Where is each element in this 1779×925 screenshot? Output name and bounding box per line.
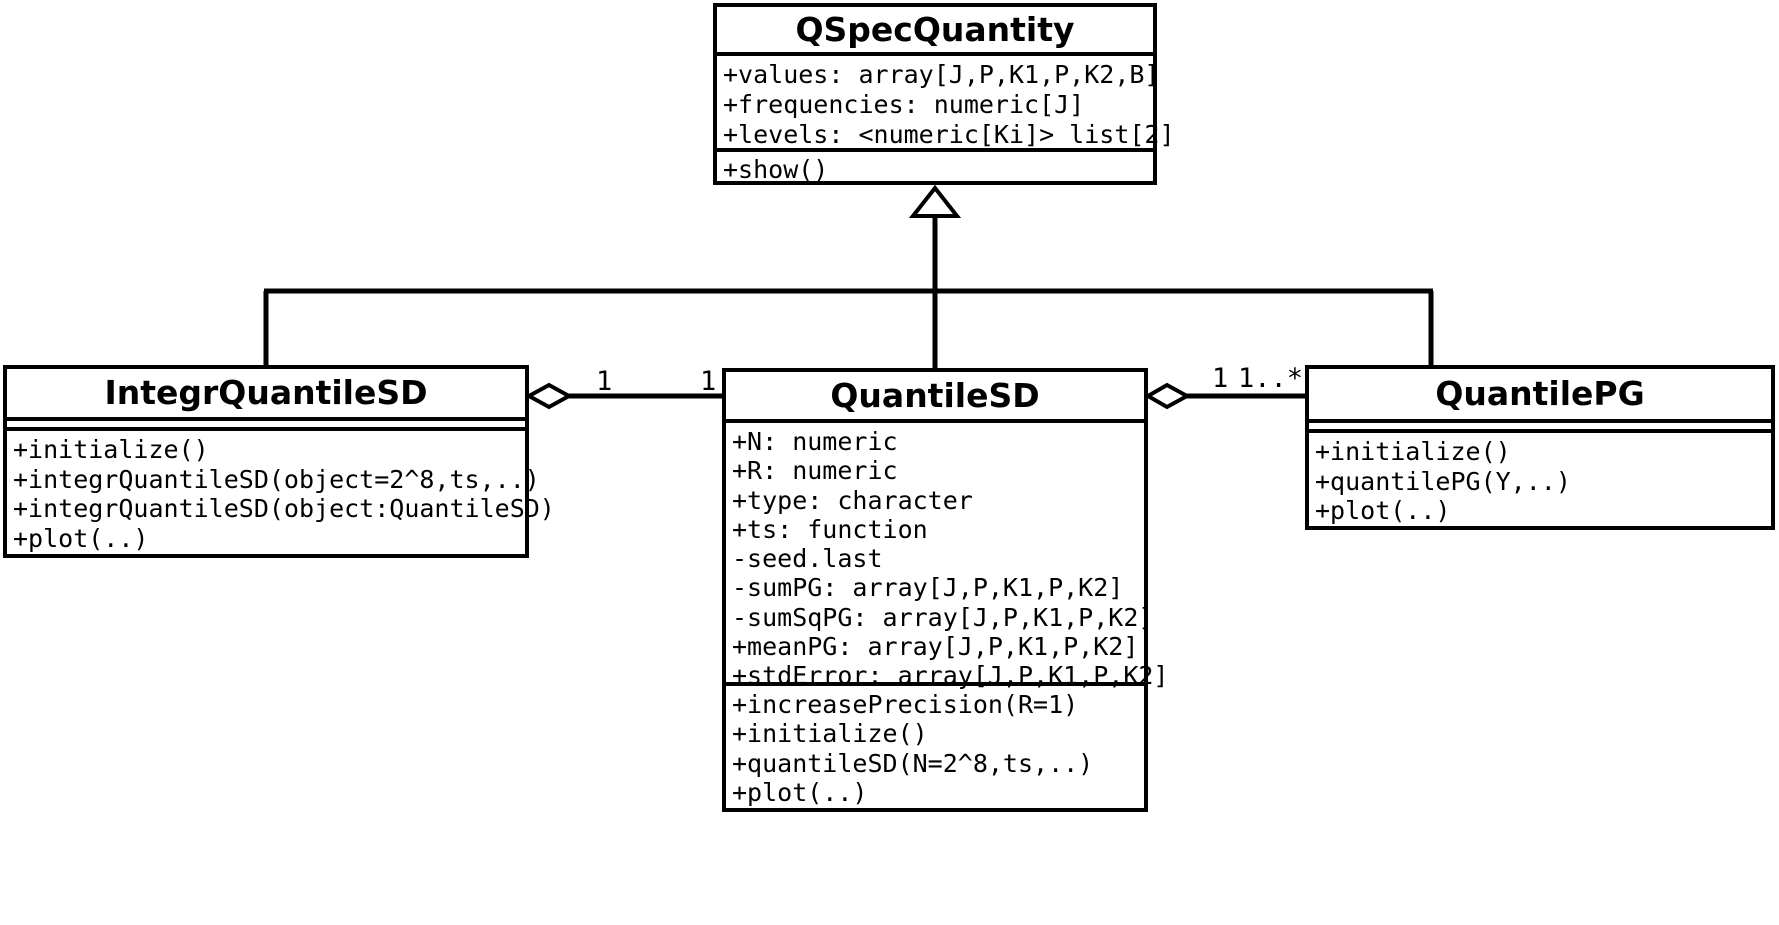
class-box-integrquantilesd[interactable]: IntegrQuantileSD +initialize() +integrQu…: [3, 365, 555, 558]
attribute-row: +frequencies: numeric[J]: [723, 90, 1085, 119]
class-name-qspecquantity: QSpecQuantity: [795, 10, 1075, 49]
class-box-qspecquantity[interactable]: QSpecQuantity +values: array[J,P,K1,P,K2…: [713, 3, 1175, 185]
attributes-compartment-quantilepg: [1309, 419, 1771, 429]
class-name-integrquantilesd: IntegrQuantileSD: [104, 373, 428, 412]
operation-row: +show(): [723, 155, 829, 184]
operations-compartment-quantilepg: +initialize() +quantilePG(Y,..) +plot(..…: [1309, 429, 1771, 526]
attribute-row: +values: array[J,P,K1,P,K2,B]: [723, 60, 1160, 89]
class-box-quantilesd[interactable]: QuantileSD +N: numeric +R: numeric +type…: [722, 368, 1169, 812]
class-name-quantilepg: QuantilePG: [1435, 374, 1645, 413]
attributes-compartment-integrquantilesd: [7, 417, 525, 427]
operation-row: +quantileSD(N=2^8,ts,..): [732, 748, 1094, 778]
aggregation-diamond-quantilesd: [1144, 382, 1192, 410]
multiplicity-quantilesd-left-side: 1: [700, 366, 717, 397]
multiplicity-quantilesd-right-side: 1: [1212, 363, 1229, 394]
attribute-row: +stdError: array[J,P,K1,P,K2]: [732, 661, 1169, 691]
operation-row: +quantilePG(Y,..): [1315, 466, 1571, 496]
attribute-row: +levels: <numeric[Ki]> list[2]: [723, 120, 1175, 149]
operation-row: +integrQuantileSD(object=2^8,ts,..): [13, 464, 540, 494]
attribute-row: -sumSqPG: array[J,P,K1,P,K2]: [732, 602, 1154, 632]
operation-row: +plot(..): [13, 523, 149, 553]
generalization-arrowhead: [908, 184, 962, 218]
operation-row: +initialize(): [13, 435, 209, 464]
attribute-row: +R: numeric: [732, 456, 898, 486]
operation-row: +plot(..): [1315, 496, 1451, 525]
aggregation-diamond-integrquantilesd: [524, 382, 574, 410]
operation-row: +initialize(): [1315, 437, 1511, 466]
operation-row: +increasePrecision(R=1): [732, 690, 1079, 719]
operations-compartment-qspecquantity: +show(): [717, 148, 1153, 185]
attribute-row: -sumPG: array[J,P,K1,P,K2]: [732, 573, 1124, 603]
operations-compartment-quantilesd: +increasePrecision(R=1) +initialize() +q…: [726, 682, 1144, 812]
attribute-row: +ts: function: [732, 514, 928, 544]
attributes-compartment-quantilesd: +N: numeric +R: numeric +type: character…: [726, 419, 1169, 690]
attribute-row: -seed.last: [732, 544, 883, 574]
class-name-quantilesd: QuantileSD: [830, 376, 1040, 415]
multiplicity-quantilepg-side: 1..*: [1238, 363, 1304, 394]
operations-compartment-integrquantilesd: +initialize() +integrQuantileSD(object=2…: [7, 427, 555, 554]
operation-row: +plot(..): [732, 777, 868, 807]
class-box-quantilepg[interactable]: QuantilePG +initialize() +quantilePG(Y,.…: [1305, 365, 1775, 530]
attribute-row: +N: numeric: [732, 427, 898, 456]
multiplicity-integrquantilesd-side: 1: [596, 366, 613, 397]
operation-row: +integrQuantileSD(object:QuantileSD): [13, 494, 555, 523]
attribute-row: +type: character: [732, 485, 973, 515]
attribute-row: +meanPG: array[J,P,K1,P,K2]: [732, 632, 1139, 662]
operation-row: +initialize(): [732, 719, 928, 749]
attributes-compartment-qspecquantity: +values: array[J,P,K1,P,K2,B] +frequenci…: [717, 52, 1175, 149]
